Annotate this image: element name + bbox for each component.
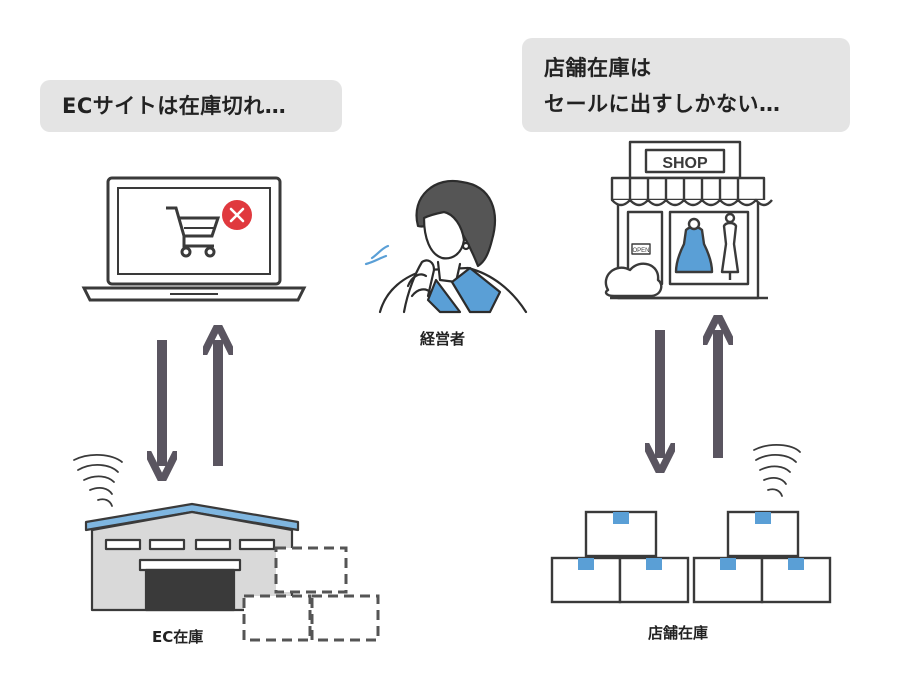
label-ec-stock: EC在庫 bbox=[152, 628, 204, 646]
bubble-store-line1: 店舗在庫は bbox=[544, 56, 652, 80]
label-manager: 経営者 bbox=[420, 330, 466, 348]
speech-bubble-store: 店舗在庫は セールに出すしかない… bbox=[522, 38, 850, 132]
manager-thinking-icon bbox=[364, 179, 528, 314]
laptop-cart-error-icon bbox=[81, 176, 307, 302]
speech-bubble-ec: ECサイトは在庫切れ… bbox=[40, 80, 342, 132]
missing-stock-boxes bbox=[242, 546, 380, 642]
box-tape-marks bbox=[578, 512, 804, 570]
shop-sign-text: SHOP bbox=[662, 155, 708, 172]
close-icon bbox=[222, 200, 252, 230]
bubble-store-line2: セールに出すしかない… bbox=[544, 92, 781, 116]
open-sign-text: OPEN bbox=[632, 248, 649, 254]
worry-swirl-icon bbox=[73, 454, 123, 507]
shop-storefront-icon bbox=[604, 140, 773, 300]
warehouse-icon bbox=[84, 502, 300, 612]
label-store-stock: 店舗在庫 bbox=[648, 624, 709, 642]
store-stock-boxes bbox=[550, 510, 832, 604]
worry-swirl-icon bbox=[753, 444, 801, 497]
bubble-ec-text: ECサイトは在庫切れ… bbox=[62, 94, 287, 118]
